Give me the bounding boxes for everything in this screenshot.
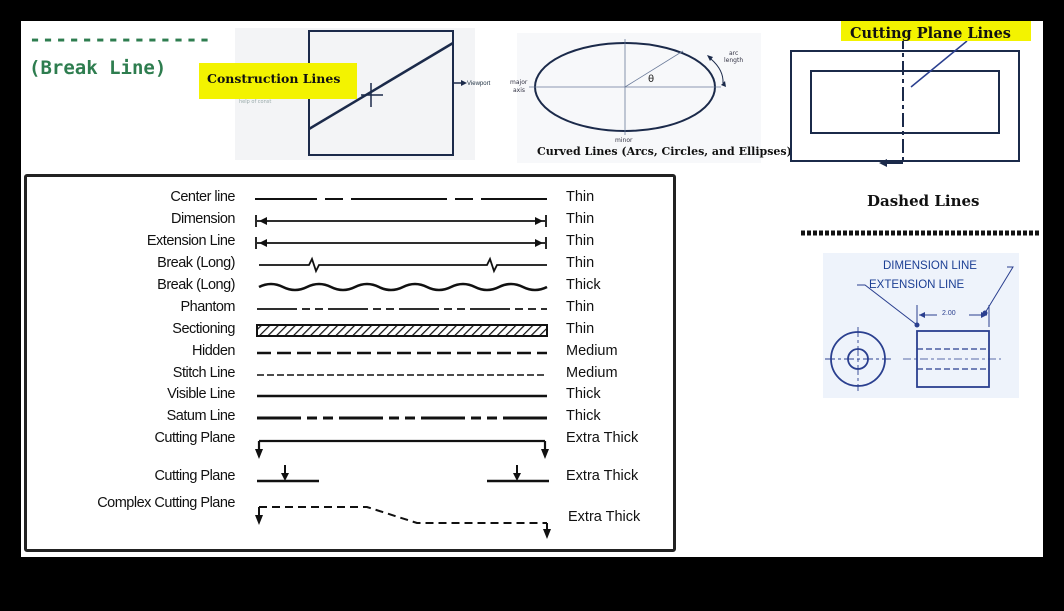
- row-weight-3: Thin: [566, 233, 595, 249]
- row-weight-4: Thin: [566, 255, 595, 271]
- break-long-thin-sample: [259, 256, 547, 274]
- row-name-14: Complex Cutting Plane: [97, 495, 235, 511]
- cutting-plane-drawing: [790, 34, 1020, 167]
- row-weight-9: Medium: [566, 365, 618, 381]
- row-name-4: Break (Long): [157, 255, 235, 271]
- dimension-sample: [255, 215, 547, 227]
- theta-label: θ: [648, 74, 655, 85]
- row-name-5: Break (Long): [157, 277, 235, 293]
- row-name-7: Sectioning: [172, 321, 235, 337]
- row-weight-2: Thin: [566, 211, 595, 227]
- minor-axis-label: minor: [615, 137, 633, 144]
- dimension-line-label: DIMENSION LINE: [883, 260, 977, 272]
- cutting-plane-full-sample: [255, 439, 549, 459]
- viewport-label: Viewport: [467, 81, 491, 87]
- major-axis-label-2: axis: [513, 87, 526, 94]
- arc-label-1: arc: [729, 50, 739, 57]
- row-name-1: Center line: [170, 189, 235, 205]
- extension-line-label: EXTENSION LINE: [869, 279, 965, 291]
- curved-panel-bg: [517, 33, 761, 163]
- dashed-line-sample: [801, 230, 1039, 236]
- row-name-8: Hidden: [192, 343, 235, 359]
- sectioning-sample: [256, 324, 548, 337]
- break-line-label: (Break Line): [29, 57, 167, 79]
- canvas: -------------- (Break Line) Construction…: [21, 21, 1043, 557]
- row-weight-8: Medium: [566, 343, 618, 359]
- row-name-3: Extension Line: [146, 233, 236, 249]
- construction-crosshair: [361, 83, 383, 107]
- row-name-6: Phantom: [180, 299, 235, 315]
- row-weight-5: Thick: [566, 277, 601, 293]
- break-line-dashes: --------------: [29, 27, 212, 51]
- row-name-11: Satum Line: [166, 408, 236, 424]
- row-weight-13: Extra Thick: [566, 468, 639, 484]
- extension-sample: [255, 237, 547, 249]
- curved-lines-label: Curved Lines (Arcs, Circles, and Ellipse…: [537, 145, 792, 158]
- row-weight-6: Thin: [566, 299, 595, 315]
- ellipse-drawing: [529, 39, 726, 135]
- row-name-10: Visible Line: [167, 386, 235, 402]
- dimension-value: 2.00: [942, 310, 956, 317]
- row-weight-1: Thin: [566, 189, 595, 205]
- break-long-thick-sample: [258, 282, 548, 292]
- cutting-plane-short-sample: [257, 465, 549, 483]
- row-name-9: Stitch Line: [172, 365, 236, 381]
- complex-cutting-plane-sample: [255, 506, 551, 539]
- construction-highlight: [199, 63, 357, 99]
- line-samples: [255, 198, 551, 539]
- row-weight-12: Extra Thick: [566, 430, 639, 446]
- row-weight-14: Extra Thick: [568, 509, 641, 525]
- line-types-table: Center line Thin Dimension Thin Extensio…: [24, 174, 676, 552]
- row-name-2: Dimension: [171, 211, 236, 227]
- dimension-drawing: [825, 266, 1014, 391]
- major-axis-label-1: major: [510, 79, 528, 86]
- row-name-13: Cutting Plane: [154, 468, 235, 484]
- construction-help-text: help of const: [239, 99, 272, 105]
- cutting-plane-lines-label: Cutting Plane Lines: [850, 25, 1011, 42]
- row-weight-11: Thick: [566, 408, 601, 424]
- cutting-plane-highlight: [841, 21, 1031, 41]
- row-weight-10: Thick: [566, 386, 601, 402]
- row-name-12: Cutting Plane: [154, 430, 235, 446]
- dimension-panel-bg: [823, 253, 1019, 398]
- arc-label-2: length: [724, 57, 744, 64]
- row-weight-7: Thin: [566, 321, 595, 337]
- dashed-lines-label: Dashed Lines: [867, 192, 980, 210]
- construction-lines-label: Construction Lines: [207, 71, 341, 86]
